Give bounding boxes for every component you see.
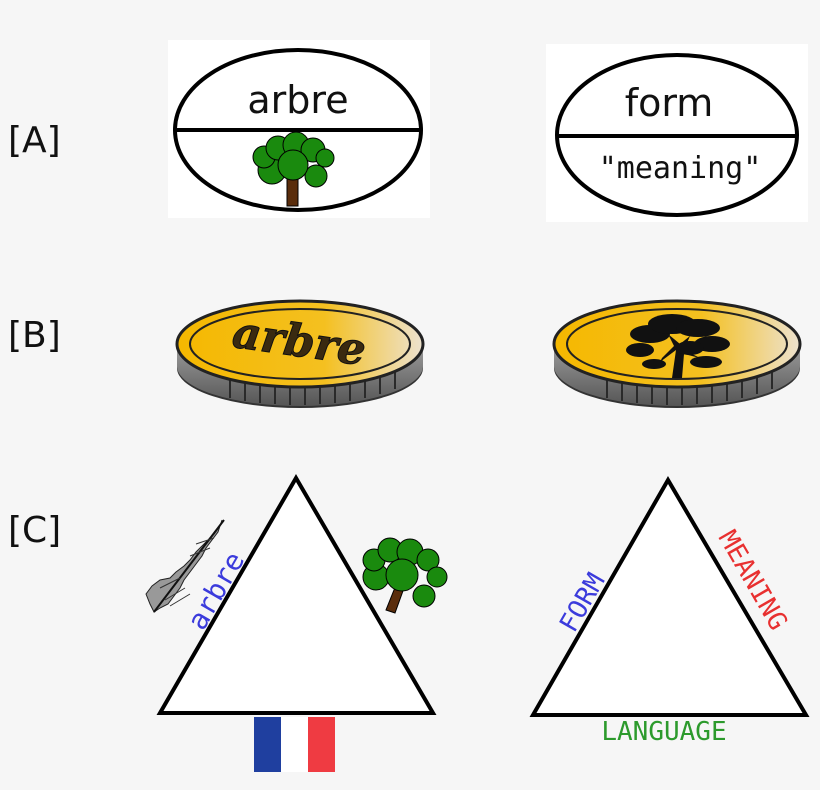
- tree-icon: [362, 537, 448, 614]
- triangle-language-label: LANGUAGE: [601, 717, 726, 747]
- sign-word: arbre: [247, 78, 348, 122]
- sign-oval-right: form "meaning": [546, 44, 808, 222]
- tree-icon: [252, 131, 335, 207]
- sign-oval-left: arbre: [168, 40, 430, 218]
- french-flag-icon: [254, 717, 335, 772]
- coin-icon-left: arbre: [175, 299, 425, 408]
- triangle-left: arbre: [145, 474, 448, 772]
- row-label-b: [B]: [8, 315, 61, 356]
- sign-meaning-label: "meaning": [599, 151, 762, 186]
- row-label-a: [A]: [8, 120, 61, 161]
- triangle-right: FORM MEANING LANGUAGE: [529, 476, 810, 747]
- coin-icon-right: [552, 299, 802, 408]
- tree-silhouette-icon: [626, 314, 730, 378]
- soundwave-icon: [145, 519, 225, 613]
- sign-form-label: form: [625, 81, 714, 125]
- row-label-c: [C]: [8, 510, 61, 551]
